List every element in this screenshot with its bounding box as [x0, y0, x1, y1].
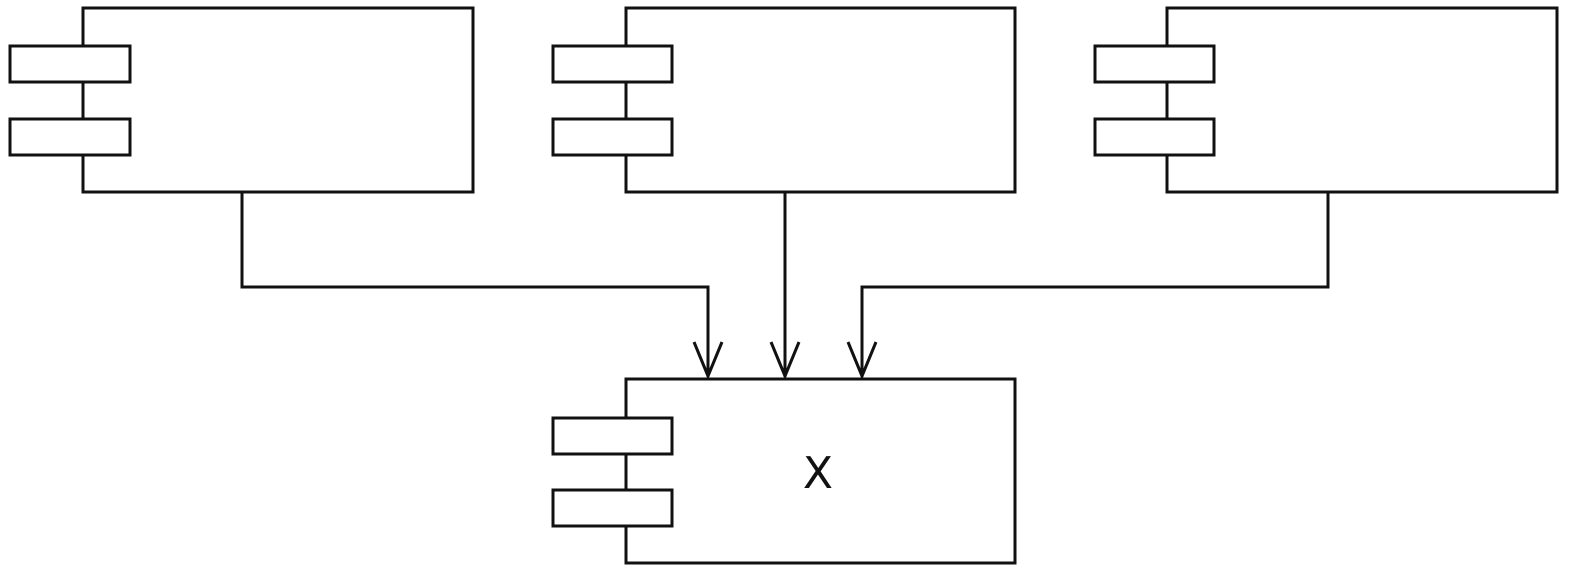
connector-line — [240, 192, 710, 377]
component-port — [8, 117, 132, 157]
component-bottom: X — [551, 377, 1017, 565]
arrowhead-icon — [692, 341, 724, 380]
component-port — [551, 416, 674, 456]
arrowhead-icon — [846, 341, 878, 380]
component-port — [8, 44, 132, 84]
component-body — [81, 6, 475, 194]
connector-line — [860, 192, 1330, 377]
component-top-middle — [551, 6, 1017, 194]
component-body — [624, 6, 1017, 194]
component-port — [551, 117, 674, 157]
component-top-right — [1093, 6, 1559, 194]
component-port — [1093, 44, 1216, 84]
component-body — [624, 377, 1017, 565]
arrowhead-icon — [769, 341, 801, 380]
component-port — [1093, 117, 1216, 157]
component-label: X — [803, 448, 833, 499]
edge-top-right-to-bottom — [846, 192, 1330, 380]
component-port — [551, 488, 674, 528]
component-port — [551, 44, 674, 84]
component-top-left — [8, 6, 475, 194]
component-body — [1165, 6, 1559, 194]
edge-top-left-to-bottom — [240, 192, 724, 380]
edge-top-middle-to-bottom — [769, 192, 801, 380]
